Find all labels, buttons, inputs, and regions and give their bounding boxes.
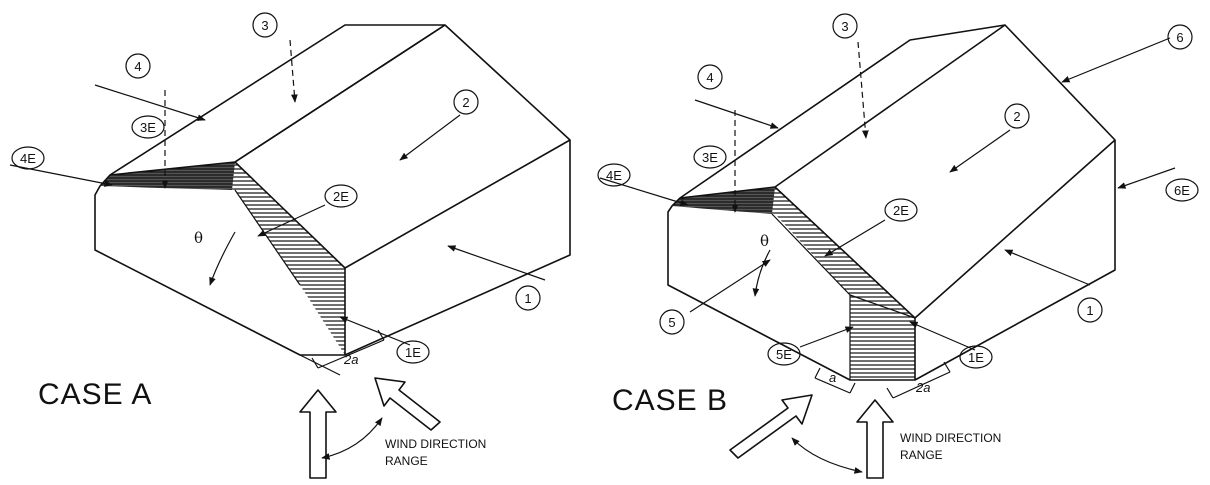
case-a-arrow-4e xyxy=(9,164,113,187)
case-a-zone-3e-label: 3E xyxy=(131,115,165,139)
case-b-arrow-1 xyxy=(1004,249,1091,286)
case-b-arrow-5e xyxy=(799,326,854,348)
case-a-building-outline xyxy=(94,24,571,356)
svg-text:3E: 3E xyxy=(702,150,718,165)
svg-text:5E: 5E xyxy=(776,347,792,362)
case-b-corner-hatch xyxy=(850,295,915,380)
case-b-zone-2e-label: 2E xyxy=(884,198,918,222)
case-a-zone-3-label: 3 xyxy=(252,12,278,38)
case-a-zone-2-label: 2 xyxy=(453,89,479,115)
case-b-arrow-3 xyxy=(857,41,869,139)
svg-text:6E: 6E xyxy=(1174,183,1190,198)
case-a-ground-line xyxy=(299,354,341,376)
case-b-wind-text-2: RANGE xyxy=(900,448,943,462)
case-a-arrow-2 xyxy=(399,114,461,161)
case-b-dim-right-line xyxy=(892,371,951,399)
case-a-arrow-1 xyxy=(447,245,546,281)
case-a-wind-arrow-diagonal xyxy=(374,377,441,431)
case-a-zone-4e-label: 4E xyxy=(11,146,45,170)
case-a-angle-arc xyxy=(209,231,236,286)
svg-text:1E: 1E xyxy=(405,345,421,360)
case-a-wind-text-2: RANGE xyxy=(385,454,428,468)
case-b-arrow-4e xyxy=(599,177,689,206)
case-a-zone-1-label: 1 xyxy=(515,285,541,311)
svg-text:4: 4 xyxy=(706,70,713,85)
case-b-zone-3-label: 3 xyxy=(832,13,858,39)
case-a-wind-arrow-up xyxy=(299,389,337,479)
case-b-zone-4e-label: 4E xyxy=(597,163,631,187)
case-b-inner-fold xyxy=(771,213,851,296)
case-a-wind-range-arc xyxy=(321,417,383,460)
case-b-dim-left-label: a xyxy=(829,370,836,385)
case-b-eave-hatch xyxy=(672,187,775,214)
case-a-dim-label: 2a xyxy=(343,352,358,367)
case-b-arrow-2e xyxy=(824,219,886,257)
svg-text:3: 3 xyxy=(261,18,268,33)
case-b-title: CASE B xyxy=(612,384,728,417)
case-b-zone-1e-label: 1E xyxy=(959,345,993,369)
svg-text:2: 2 xyxy=(462,95,469,110)
case-b-wind-arrow-up xyxy=(856,399,894,479)
case-b-zone-6e-label: 6E xyxy=(1165,178,1199,202)
case-a-arrow-3 xyxy=(289,39,298,103)
case-a-theta-label: θ xyxy=(194,229,203,247)
svg-text:5: 5 xyxy=(668,315,675,330)
case-b-wind-arrow-diagonal xyxy=(729,394,813,459)
case-b-dim-right-label: 2a xyxy=(915,380,930,395)
case-b-zone-5-label: 5 xyxy=(659,309,685,335)
case-a-arrow-4 xyxy=(94,84,206,121)
case-a-zone-4-label: 4 xyxy=(125,53,151,79)
case-a-arrow-1e xyxy=(339,316,411,346)
case-a-zone-1e-label: 1E xyxy=(396,340,430,364)
case-b-arrow-4 xyxy=(694,99,779,129)
svg-text:4E: 4E xyxy=(20,151,36,166)
svg-text:3E: 3E xyxy=(140,120,156,135)
case-a-inner-fold xyxy=(234,189,301,286)
case-b-theta-label: θ xyxy=(760,232,769,250)
case-a-ridge-line xyxy=(234,24,446,163)
case-b-zone-2-label: 2 xyxy=(1004,103,1030,129)
svg-text:4: 4 xyxy=(134,59,141,74)
svg-text:2: 2 xyxy=(1013,109,1020,124)
case-b-zone-5e-label: 5E xyxy=(767,342,801,366)
case-a-diagram: 3 4 3E 4E 2 2E 1 1E θ xyxy=(9,12,571,479)
case-a-eave-hatch xyxy=(100,162,235,190)
case-b-corner-top xyxy=(849,294,916,319)
svg-text:1: 1 xyxy=(524,291,531,306)
case-b-angle-arc xyxy=(752,249,771,297)
case-b-wind-range-arc xyxy=(791,437,863,474)
case-a-dim-line xyxy=(317,339,385,369)
case-b-arrow-2 xyxy=(949,129,1011,173)
case-a-wind-text-1: WIND DIRECTION xyxy=(385,437,486,451)
svg-text:3: 3 xyxy=(841,19,848,34)
svg-text:2E: 2E xyxy=(333,189,349,204)
case-a-arrow-2e xyxy=(257,204,326,237)
svg-text:6: 6 xyxy=(1176,30,1183,45)
case-b-arrow-6 xyxy=(1061,37,1171,83)
case-b-arrow-1e xyxy=(909,321,976,351)
svg-text:2E: 2E xyxy=(893,203,909,218)
case-a-zone-2e-label: 2E xyxy=(324,184,358,208)
case-b-zone-1-label: 1 xyxy=(1077,297,1103,323)
case-a-end-hatch xyxy=(105,162,345,355)
case-b-zone-3e-label: 3E xyxy=(693,145,727,169)
svg-text:1E: 1E xyxy=(968,350,984,365)
svg-text:4E: 4E xyxy=(606,168,622,183)
case-b-dim-left-line xyxy=(814,377,851,394)
case-b-arrow-6e xyxy=(1117,167,1176,189)
svg-text:1: 1 xyxy=(1086,303,1093,318)
case-b-diagram: 3 4 3E 4E 2 2E 1 1E xyxy=(597,13,1199,479)
case-a-title: CASE A xyxy=(38,378,152,411)
case-b-wind-text-1: WIND DIRECTION xyxy=(900,431,1001,445)
case-b-arrow-5 xyxy=(689,259,771,313)
case-b-zone-6-label: 6 xyxy=(1167,24,1193,50)
case-b-zone-4-label: 4 xyxy=(697,64,723,90)
